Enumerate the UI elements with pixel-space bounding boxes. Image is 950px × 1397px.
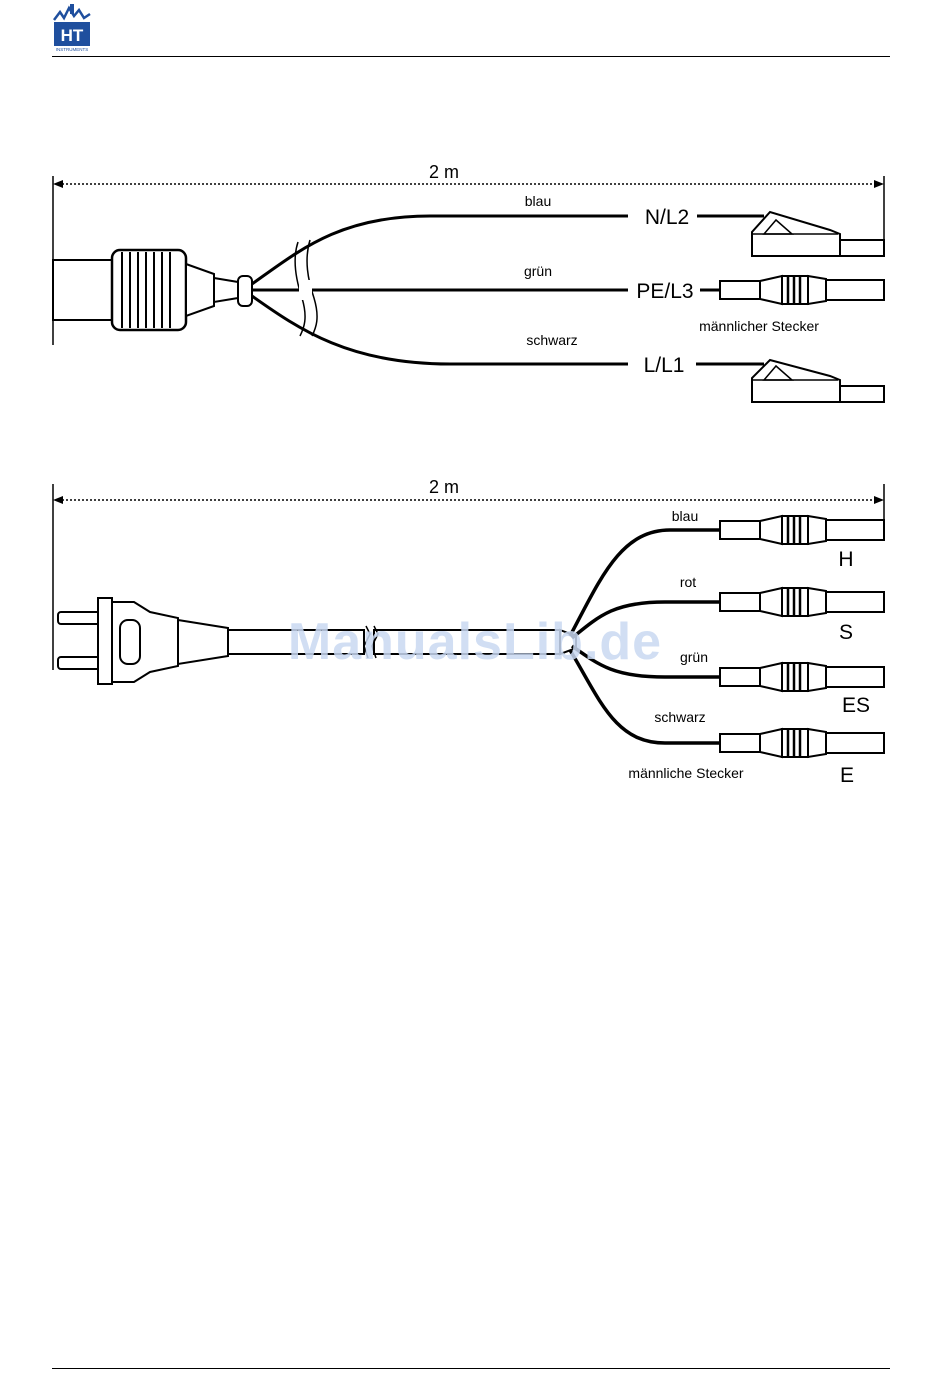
footer-rule [52, 1368, 890, 1369]
plug-note: männliche Stecker [628, 765, 744, 781]
dim-arrow-right [874, 180, 884, 188]
wire-label-schwarz: schwarz [526, 332, 577, 348]
wire-label-blau: blau [525, 193, 551, 209]
logo-subtext: INSTRUMENTS [56, 47, 89, 52]
alligator-clip-icon [752, 360, 884, 402]
dim-arrow-left [53, 180, 63, 188]
wire-label-schwarz: schwarz [654, 709, 705, 725]
terminal-n-l2: N/L2 [645, 206, 689, 229]
wire-label-gruen: grün [524, 263, 552, 279]
length-label: 2 m [429, 162, 459, 182]
length-label: 2 m [429, 477, 459, 497]
male-plug-icon [720, 516, 884, 544]
terminal-e: E [840, 764, 854, 787]
ht-instruments-logo: HT INSTRUMENTS [52, 4, 96, 52]
male-plug-icon [720, 729, 884, 757]
terminal-pe-l3: PE/L3 [636, 280, 693, 303]
male-plug-icon [720, 276, 884, 304]
terminal-l-l1: L/L1 [644, 354, 685, 377]
plug-note: männlicher Stecker [699, 318, 819, 334]
terminal-es: ES [842, 694, 870, 717]
logo-text: HT [61, 26, 84, 45]
wire-black [252, 296, 628, 364]
watermark: ManualsLib.de [0, 612, 950, 672]
cable-diagram-1: 2 m blau grün schwarz N/L2 [0, 150, 950, 420]
wire-label-rot: rot [680, 574, 696, 590]
break-gap [299, 280, 312, 300]
wire-label-blau: blau [672, 508, 698, 524]
round-connector [53, 250, 252, 330]
header-rule [52, 56, 890, 57]
alligator-clip-icon [752, 212, 884, 256]
dim-arrow-left [53, 496, 63, 504]
dim-arrow-right [874, 496, 884, 504]
terminal-h: H [838, 548, 853, 571]
